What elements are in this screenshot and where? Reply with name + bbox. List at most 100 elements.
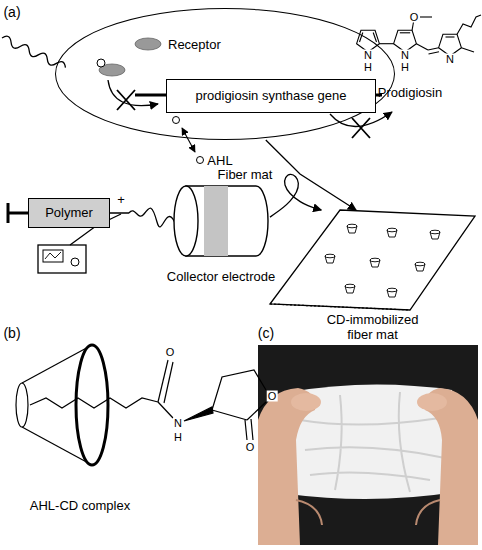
ahl-cd-structure	[30, 398, 158, 408]
ahl-transport	[182, 128, 195, 152]
ahl-cd-structure	[212, 410, 247, 420]
blocked-arrow	[117, 90, 135, 110]
node-text: prodigiosin synthase gene	[195, 89, 346, 104]
collector-cylinder: Collector electrode	[172, 182, 270, 260]
atom-symbol: N	[363, 50, 373, 61]
molecule-name: AHL	[207, 154, 232, 167]
prodigiosin-structure	[379, 43, 393, 44]
ahl-cd-structure	[164, 362, 173, 403]
gene-box: prodigiosin synthase gene	[166, 79, 376, 113]
photo-fiber-mat	[258, 345, 478, 545]
light-wave	[0, 34, 67, 71]
electrospun-jet	[129, 208, 176, 227]
node-text: Collector electrode	[167, 270, 275, 285]
ahl-cd-structure	[247, 402, 266, 420]
fiber-mat-sheet-outline	[325, 254, 335, 263]
cell-ellipse: Receptor prodigiosin synthase gene	[55, 8, 395, 140]
collector-cylinder-outline	[172, 182, 270, 260]
fiber-mat-sheet-outline	[270, 210, 475, 310]
ahl-cd-structure	[212, 370, 266, 410]
syringe-plunger	[110, 212, 129, 214]
prodigiosin-structure	[461, 48, 474, 52]
prodigiosin-structure	[400, 32, 410, 33]
ahl-cd-structure	[16, 383, 28, 427]
prodigiosin-structure	[446, 36, 455, 37]
atom-symbol: N	[445, 54, 455, 65]
ahl-cd-structure	[251, 419, 253, 440]
polarity-sign: +	[117, 193, 125, 206]
fiber-mat-sheet-outline	[387, 228, 397, 237]
collector-cylinder-outline	[204, 186, 228, 256]
ahl-transport	[197, 157, 204, 164]
receptor-symbol	[97, 59, 105, 67]
prodigiosin-structure	[360, 33, 363, 43]
figure-caption: AHL-CD complex	[30, 499, 130, 512]
prodigiosin-structure	[428, 48, 439, 50]
prodigiosin-structure	[420, 16, 432, 17]
node-text: Receptor	[168, 38, 221, 53]
blocked-arrow	[108, 80, 392, 138]
atom-symbol: O	[267, 391, 278, 402]
node-text: CD-immobilized fiber mat	[321, 313, 425, 343]
ahl-cd-structure	[245, 420, 247, 440]
power-supply	[38, 245, 86, 273]
photo-fiber-mat	[425, 388, 478, 545]
photo-fiber-mat	[417, 393, 447, 411]
node-text: Polymer	[45, 206, 93, 221]
fiber-mat-sheet-outline	[415, 262, 425, 271]
atom-symbol: H	[173, 432, 183, 443]
power-supply	[43, 250, 63, 262]
ahl-transport	[173, 117, 180, 124]
syringe-plunger	[7, 203, 10, 223]
atom-symbol: O	[245, 442, 256, 453]
ahl-cd-structure	[76, 345, 108, 465]
prodigiosin-structure	[457, 15, 481, 34]
fiber-mat-sheet: CD-immobilized fiber mat	[270, 210, 475, 310]
syringe-barrel: Polymer	[28, 198, 110, 228]
photo-fiber-mat	[291, 393, 321, 411]
atom-symbol: O	[165, 347, 176, 358]
receptor-symbol	[97, 38, 161, 76]
electrospun-jet	[129, 208, 176, 227]
panel-letter: (c)	[258, 326, 274, 340]
prodigiosin-structure	[412, 22, 413, 30]
ahl-cd-structure	[16, 345, 266, 465]
photo-fiber-mat	[258, 388, 315, 545]
prodigiosin-structure	[429, 52, 440, 54]
receptor-symbol	[135, 38, 161, 50]
photo-fiber-mat	[296, 500, 440, 525]
fiber-mat-sheet-outline	[370, 258, 380, 267]
blocked-arrow	[352, 118, 370, 138]
fiber-mat-sheet-outline	[270, 210, 475, 310]
blocked-arrow	[330, 112, 392, 127]
fiber-mat-sheet-outline	[270, 304, 410, 310]
atom-symbol: N	[400, 50, 410, 61]
power-supply	[45, 252, 61, 259]
panel-letter: (a)	[3, 5, 20, 19]
photo-fiber-mat	[258, 345, 478, 545]
fiber-mat-sheet-outline	[347, 224, 357, 233]
ahl-transport	[173, 117, 204, 164]
connector-arrow	[266, 140, 356, 210]
ahl-cd-structure	[158, 402, 173, 418]
atom-symbol: H	[400, 62, 410, 73]
atom-symbol: N	[173, 418, 183, 429]
atom-symbol: H	[363, 62, 373, 73]
collector-cylinder-outline	[174, 186, 198, 256]
fiber-mat-sheet-outline	[430, 230, 440, 239]
photo-fiber-mat	[288, 384, 456, 499]
connector-arrow	[270, 174, 321, 217]
ahl-cd-structure	[184, 407, 213, 421]
light-wave	[0, 34, 67, 71]
ahl-cd-structure	[158, 360, 168, 402]
atom-symbol: O	[409, 12, 420, 23]
fiber-mat-sheet-outline	[345, 284, 355, 293]
syringe-plunger	[8, 212, 28, 215]
part-label: Fiber mat	[218, 168, 273, 181]
panel-letter: (b)	[3, 326, 20, 340]
power-supply	[71, 258, 79, 266]
prodigiosin-structure	[416, 44, 428, 50]
light-wave	[0, 34, 67, 71]
fiber-mat-sheet-outline	[387, 288, 397, 297]
